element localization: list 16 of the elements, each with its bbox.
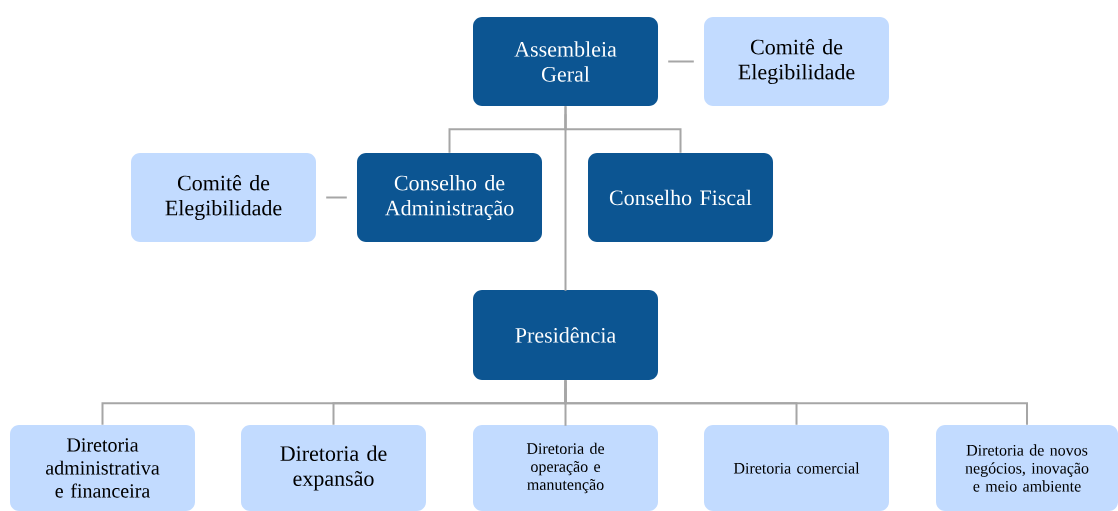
org-box: Conselho de Administração [357,153,542,242]
committee-box: Diretoria comercial [704,425,889,511]
connector-line [667,60,695,63]
connector-line [564,379,1028,426]
committee-box: Diretoria de operação e manutenção [473,425,658,511]
committee-box: Diretoria de novos negócios, inovação e meio ambiente [936,425,1118,511]
org-box: Conselho Fiscal [588,153,773,242]
connector-line [564,105,682,154]
committee-box: Comitê de Elegibilidade [131,153,316,242]
org-box: Presidência [473,290,658,380]
connector-line [564,113,567,292]
org-box: Assembleia Geral [473,17,658,106]
committee-box: Diretoria administrativa e financeira [10,425,195,511]
connector-line [325,196,348,199]
committee-box: Diretoria de expansão [241,425,426,511]
committee-box: Comitê de Elegibilidade [704,17,889,106]
